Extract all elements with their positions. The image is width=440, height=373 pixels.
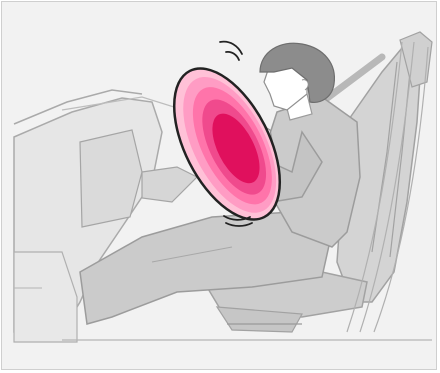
instrument-cluster [80,130,142,227]
airbag-deployment-illustration [2,2,437,370]
steering-column [142,167,197,202]
